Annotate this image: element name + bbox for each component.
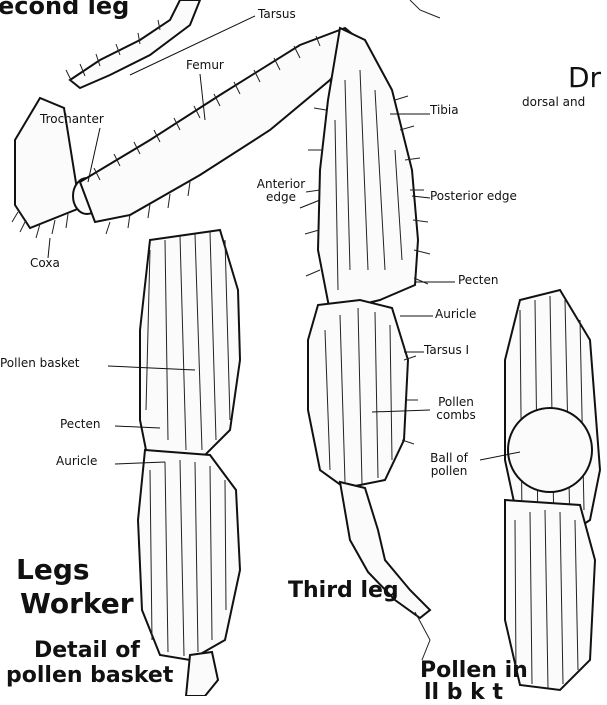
pecten-right-label: Pecten: [458, 274, 498, 287]
auricle-left-label: Auricle: [56, 455, 97, 468]
detail-caption-line-2: pollen basket: [6, 665, 173, 687]
tarsus-label: Tarsus: [258, 8, 296, 21]
legs-title: Legs: [16, 556, 90, 584]
auricle-right-label: Auricle: [435, 308, 476, 321]
top-right-fragment: [410, 0, 440, 18]
anterior-edge-label: Anterior edge: [248, 178, 314, 204]
ball-of-pollen-line-2: pollen: [420, 465, 478, 478]
dorsal-and-text: dorsal and: [522, 96, 585, 109]
anterior-edge-line-2: edge: [248, 191, 314, 204]
dr-heading: Dr: [568, 64, 601, 92]
coxa-label: Coxa: [30, 257, 60, 270]
worker-title: Worker: [20, 590, 134, 618]
pollen-ball-shape: [508, 408, 592, 492]
third-leg-tarsus-i: [308, 300, 418, 488]
tarsus-i-label: Tarsus I: [424, 344, 469, 357]
second-leg-caption: econd leg: [0, 0, 129, 18]
pollen-combs-line-2: combs: [428, 409, 484, 422]
posterior-edge-label: Posterior edge: [430, 190, 517, 203]
tibia-label: Tibia: [430, 104, 459, 117]
pollen-combs-label: Pollen combs: [428, 396, 484, 422]
pollen-in-caption-line-1: Pollen in: [420, 660, 528, 682]
pollen-in-basket-drawing: [505, 290, 600, 690]
detail-caption-line-1: Detail of: [34, 640, 140, 662]
pollen-basket-detail-drawing: [138, 230, 240, 696]
pollen-in-caption-line-2: ll b k t: [424, 682, 503, 704]
pollen-basket-label: Pollen basket: [0, 357, 79, 370]
third-leg-distal-tarsi: [340, 482, 430, 660]
trochanter-label: Trochanter: [40, 113, 104, 126]
femur-label: Femur: [186, 59, 224, 72]
third-leg-caption: Third leg: [288, 580, 399, 602]
pecten-left-label: Pecten: [60, 418, 100, 431]
ball-of-pollen-label: Ball of pollen: [420, 452, 478, 478]
